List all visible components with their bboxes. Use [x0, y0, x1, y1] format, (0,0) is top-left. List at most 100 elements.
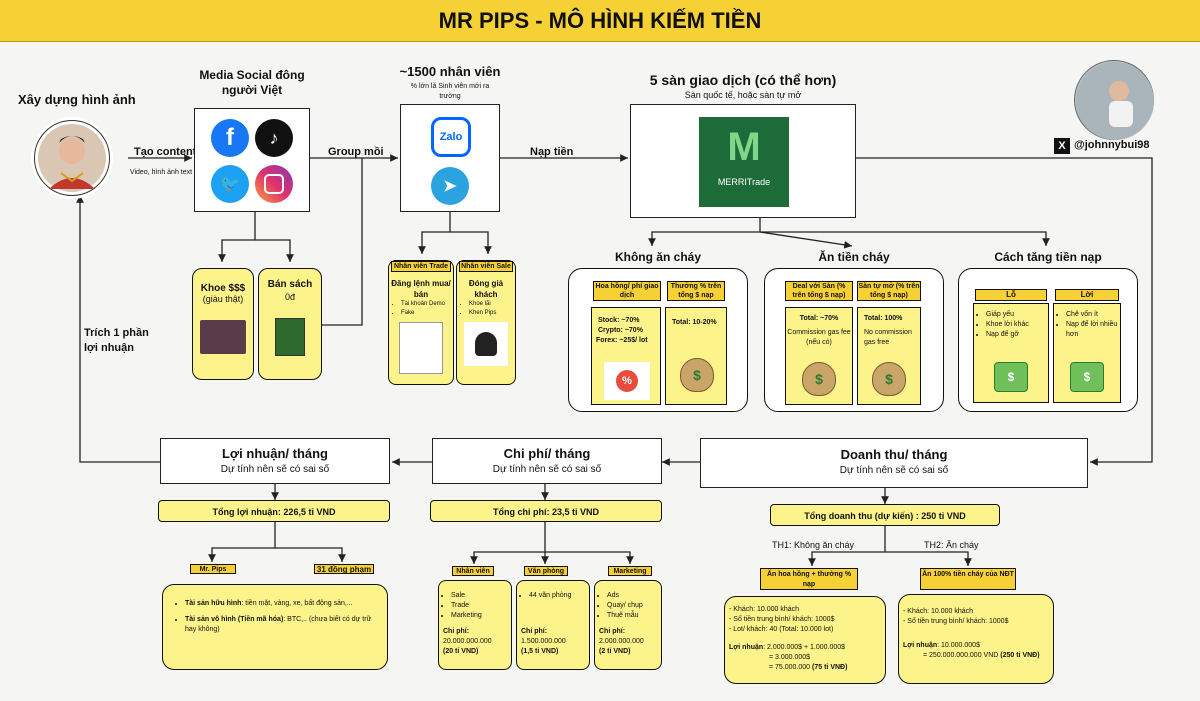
nap-tien-label: Nạp tiền: [530, 146, 574, 158]
group-moi-label: Group mồi: [328, 146, 384, 158]
atc-tag1: Deal với Sàn (% trên tổng $ nạp): [785, 281, 853, 301]
page-title: MR PIPS - MÔ HÌNH KIẾM TIỀN: [0, 0, 1200, 42]
revenue-tag2: Ăn 100% tiền cháy của NĐT: [920, 568, 1016, 590]
cost-col2-tag: Văn phòng: [524, 566, 568, 576]
brand-title: Xây dựng hình ảnh: [18, 92, 136, 107]
ctn-col2: Chê vốn ít Nạp để lời nhiều hơn $: [1053, 303, 1121, 403]
ctn-tag1: Lỗ: [975, 289, 1047, 301]
exchange-sub: Sàn quốc tế, hoặc sàn tự mở: [684, 90, 802, 100]
kac-col2: Total: 10-20% $: [665, 307, 727, 405]
ctn-list1: Giáp yếu Khoe lời khác Nạp để gỡ: [974, 310, 1048, 340]
cost-sub: Dự tính nên sẽ có sai số: [492, 464, 602, 475]
money-bag-icon: $: [680, 358, 714, 392]
cash-hand-icon: $: [1070, 362, 1104, 392]
exchange-title: 5 sàn giao dịch (có thể hơn): [649, 72, 837, 88]
kac-forex: Forex: ~25$/ lot: [596, 337, 648, 344]
kac-title: Không ăn cháy: [614, 250, 701, 264]
kac-total: Total: 10-20%: [672, 319, 717, 326]
bansach-sub: 0đ: [284, 292, 295, 302]
cost-col1: Sale Trade Marketing Chi phí: 20.000.000…: [438, 580, 512, 670]
revenue-th2: TH2: Ăn cháy: [924, 540, 979, 550]
case2-profit2-bold: (250 tỉ VNĐ): [1000, 652, 1040, 659]
cost-col2-value: 1.500.000.000: [521, 638, 566, 645]
bansach-card: Bán sách 0đ: [258, 268, 322, 380]
profit-tag1: Mr. Pips: [190, 564, 236, 574]
person-avatar-icon: [38, 124, 106, 192]
cost-col1-bold: (20 tỉ VND): [443, 648, 479, 655]
hacker-icon: [464, 322, 508, 366]
list-item: Khen Pips: [469, 309, 515, 318]
cost-col3-list: Ads Quay/ chụp Thuê mẫu: [595, 591, 661, 621]
cost-col1-tag: Nhân viên: [452, 566, 494, 576]
atc-total1: Total: ~70%: [799, 315, 839, 322]
nvtrade-list: Tài khoản Demo Fake: [389, 300, 453, 318]
ctn-list2: Chê vốn ít Nạp để lời nhiều hơn: [1054, 310, 1120, 340]
list-item: Khoe lời khác: [986, 320, 1048, 330]
twitter-icon: 🐦: [211, 165, 249, 203]
profit-total: Tổng lợi nhuận: 226,5 tỉ VND: [158, 500, 390, 522]
asset2-text: : BTC,.. (chưa biết có dự trữ hay không): [185, 616, 372, 633]
case1-profit-value: : 2.000.000$ + 1.000.000$: [763, 644, 846, 651]
nvtrade-card: Nhân viên Trade Đăng lệnh mua/ bán Tài k…: [388, 260, 454, 385]
case1-profit-label: Lợi nhuận: [729, 644, 764, 651]
merri-m-icon: M: [727, 125, 761, 169]
cost-col2-label: Chi phí:: [521, 628, 548, 635]
list-item: Tài sản vô hình (Tiền mã hóa): BTC,.. (c…: [185, 615, 381, 635]
staff-title: ~1500 nhân viên: [399, 64, 501, 79]
case1-profit: Lợi nhuận: 2.000.000$ + 1.000.000$: [729, 643, 885, 653]
case2-profit2-value: = 250.000.000.000 VND: [923, 652, 999, 659]
ctn-panel: Lỗ Lời Giáp yếu Khoe lời khác Nạp để gỡ …: [958, 268, 1138, 412]
atc-col2: Total: 100% No commission gas free $: [857, 307, 921, 405]
cost-col1-value: 20.000.000.000: [443, 638, 492, 645]
list-item: Chê vốn ít: [1066, 310, 1120, 320]
facebook-icon: f: [211, 119, 249, 157]
list-item: Quay/ chụp: [607, 601, 661, 611]
cost-total: Tổng chi phí: 23,5 tỉ VND: [430, 500, 662, 522]
money-bag-icon: $: [802, 362, 836, 396]
trade-chart-image: [399, 322, 443, 374]
atc-col1: Total: ~70% Commission gas fee (nếu có) …: [785, 307, 853, 405]
revenue-tag1: Ăn hoa hồng + thưởng % nạp: [760, 568, 858, 590]
cost-col2-bold: (1,5 tỉ VND): [521, 648, 559, 655]
profit-assets: Tài sản hữu hình: tiền mặt, vàng, xe, bấ…: [162, 584, 388, 670]
revenue-case2: - Khách: 10.000 khách - Số tiền trung bì…: [898, 594, 1054, 684]
list-item: Khoe lãi: [469, 300, 515, 309]
atc-total2: Total: 100%: [864, 315, 903, 322]
list-item: Sale: [451, 591, 511, 601]
merri-logo-text: MERRITrade: [717, 177, 771, 187]
list-item: Marketing: [451, 611, 511, 621]
nvsale-tag: Nhân viên Sale: [459, 261, 513, 272]
atc-panel: Deal với Sàn (% trên tổng $ nạp) Sàn tự …: [764, 268, 944, 412]
staff-sub: % lớn là Sinh viên mới ra trường: [410, 83, 490, 100]
case1-line: - Khách: 10.000 khách: [729, 606, 800, 613]
list-item: Nạp để gỡ: [986, 330, 1048, 340]
cost-col3-tag: Marketing: [608, 566, 652, 576]
kac-stock: Stock: ~70%: [598, 317, 640, 324]
x-logo-icon: X: [1054, 138, 1070, 154]
media-box: f ♪ 🐦: [194, 108, 310, 212]
assets-list: Tài sản hữu hình: tiền mặt, vàng, xe, bấ…: [173, 599, 381, 635]
atc-note2: No commission gas free: [864, 329, 912, 346]
percent-hand-icon: %: [604, 362, 650, 400]
cash-hand-icon: $: [994, 362, 1028, 392]
case2-line: - Khách: 10.000 khách: [903, 608, 974, 615]
asset1-text: : tiền mặt, vàng, xe, bất động sản,...: [241, 600, 353, 607]
revenue-box: Doanh thu/ tháng Dự tính nên sẽ có sai s…: [700, 438, 1088, 488]
cost-title: Chi phí/ tháng: [503, 446, 591, 461]
list-item: Tài khoản Demo: [401, 300, 453, 309]
instagram-icon: [255, 165, 293, 203]
atc-title: Ăn tiền cháy: [818, 250, 890, 264]
list-item: 44 văn phòng: [529, 591, 589, 601]
khoe-sub: (giàu thật): [202, 294, 244, 304]
kac-tag2: Thưởng % trên tổng $ nạp: [667, 281, 725, 301]
list-item: Tài sản hữu hình: tiền mặt, vàng, xe, bấ…: [185, 599, 381, 609]
asset1-label: Tài sản hữu hình: [185, 600, 242, 607]
revenue-title: Doanh thu/ tháng: [840, 447, 948, 462]
asset2-label: Tài sản vô hình (Tiền mã hóa): [185, 616, 284, 623]
bansach-title: Bán sách: [267, 279, 313, 290]
case1-line: - Lot/ khách: 40 (Total: 10.000 lot): [729, 626, 834, 633]
case2-profit2: = 250.000.000.000 VND (250 tỉ VNĐ): [923, 651, 1053, 661]
profile-handle[interactable]: @johnnybui98: [1074, 139, 1150, 151]
case1-line: - Số tiền trung bình/ khách: 1000$: [729, 616, 835, 623]
